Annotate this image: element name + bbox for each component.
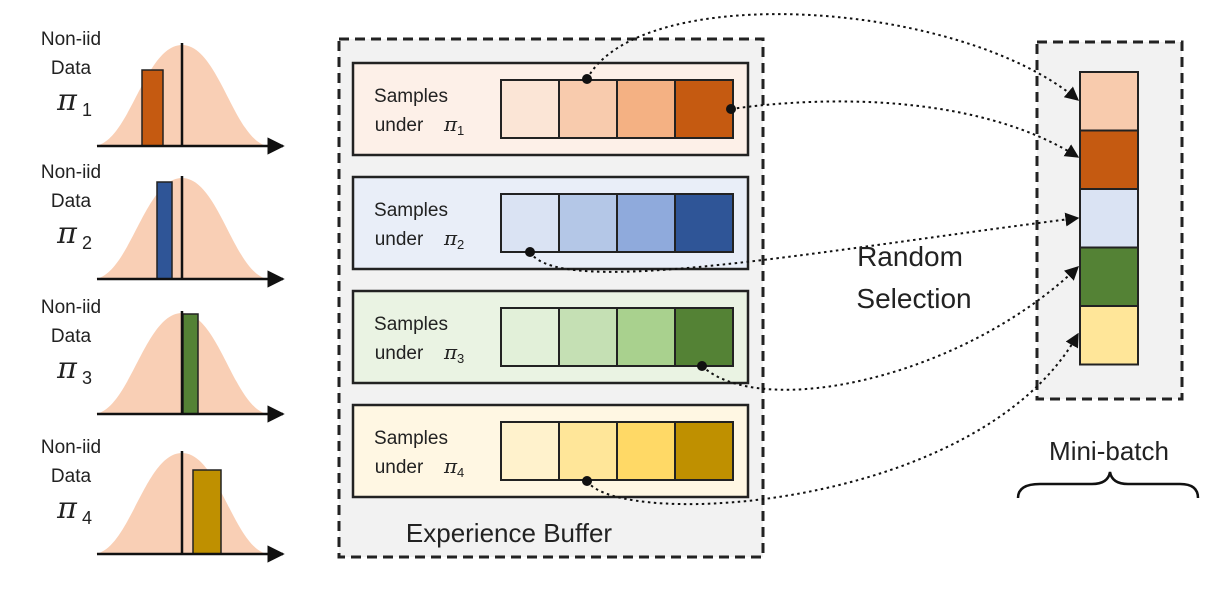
minibatch-cell <box>1079 188 1139 249</box>
data-bar <box>192 469 222 555</box>
sample-cell <box>558 307 618 367</box>
data-bar <box>156 181 173 280</box>
pi-symbol: π <box>443 226 458 250</box>
panel-label-line2: Data <box>51 326 92 347</box>
pi-symbol: π <box>56 351 78 386</box>
pi-symbol: π <box>443 112 458 136</box>
pi-symbol: π <box>56 216 78 251</box>
sample-cell <box>616 79 676 139</box>
sample-cell <box>558 193 618 253</box>
data-bar <box>182 313 199 415</box>
pi-symbol: π <box>56 491 78 526</box>
mini-batch-panel <box>1016 40 1200 499</box>
minibatch-cell <box>1079 305 1139 366</box>
sample-cell <box>500 307 560 367</box>
sample-cell <box>558 421 618 481</box>
row-label-line1: Samples <box>374 200 448 221</box>
pi-symbol: π <box>56 83 78 118</box>
sample-cell <box>674 307 734 367</box>
pi-subscript: 1 <box>457 123 464 138</box>
row-label-line2: under <box>375 229 424 250</box>
labels: Random Selection Experience Buffer Mini-… <box>406 241 1169 548</box>
panel-label-line1: Non-iid <box>41 437 101 458</box>
pi-subscript: 3 <box>82 368 92 388</box>
pi-symbol: π <box>443 454 458 478</box>
pi-subscript: 4 <box>82 508 92 528</box>
minibatch-cell <box>1079 246 1139 307</box>
minibatch-cell <box>1079 129 1139 190</box>
selection-arrow-2 <box>730 100 1080 158</box>
arrow-start-dot <box>582 476 592 486</box>
selection-arrow-1 <box>586 13 1080 101</box>
row-label-line2: under <box>375 343 424 364</box>
minibatch-cell <box>1079 71 1139 132</box>
sample-cell <box>674 421 734 481</box>
pi-subscript: 3 <box>457 351 464 366</box>
sample-cell <box>558 79 618 139</box>
panel-label-line1: Non-iid <box>41 162 101 183</box>
sample-cell <box>616 307 676 367</box>
sample-cell <box>616 421 676 481</box>
panel-label-line2: Data <box>51 58 92 79</box>
row-label-line1: Samples <box>374 314 448 335</box>
sample-cell <box>500 421 560 481</box>
pi-symbol: π <box>443 340 458 364</box>
random-label-line2: Selection <box>856 283 971 314</box>
brace <box>1016 471 1200 499</box>
random-label-line1: Random <box>857 241 963 272</box>
selection-arrow-5 <box>586 332 1079 506</box>
row-label-line2: under <box>375 115 424 136</box>
minibatch-label: Mini-batch <box>1049 436 1169 466</box>
pi-subscript: 2 <box>457 237 464 252</box>
pi-subscript: 4 <box>457 465 464 480</box>
sample-cell <box>674 193 734 253</box>
sample-cell <box>500 79 560 139</box>
panel-label-line2: Data <box>51 191 92 212</box>
selection-arrows <box>525 13 1080 506</box>
sample-cell <box>616 193 676 253</box>
panel-label-line1: Non-iid <box>41 29 101 50</box>
sample-cell <box>674 79 734 139</box>
arrow-start-dot <box>697 361 707 371</box>
selection-arrow-3 <box>529 212 1080 273</box>
arrow-start-dot <box>582 74 592 84</box>
arrow-start-dot <box>525 247 535 257</box>
data-bar <box>141 69 164 147</box>
panel-label-line2: Data <box>51 466 92 487</box>
row-label-line1: Samples <box>374 428 448 449</box>
row-label-line2: under <box>375 457 424 478</box>
pi-subscript: 2 <box>82 233 92 253</box>
arrow-start-dot <box>726 104 736 114</box>
pi-subscript: 1 <box>82 100 92 120</box>
panel-label-line1: Non-iid <box>41 297 101 318</box>
sample-cell <box>500 193 560 253</box>
buffer-title: Experience Buffer <box>406 518 613 548</box>
row-label-line1: Samples <box>374 86 448 107</box>
